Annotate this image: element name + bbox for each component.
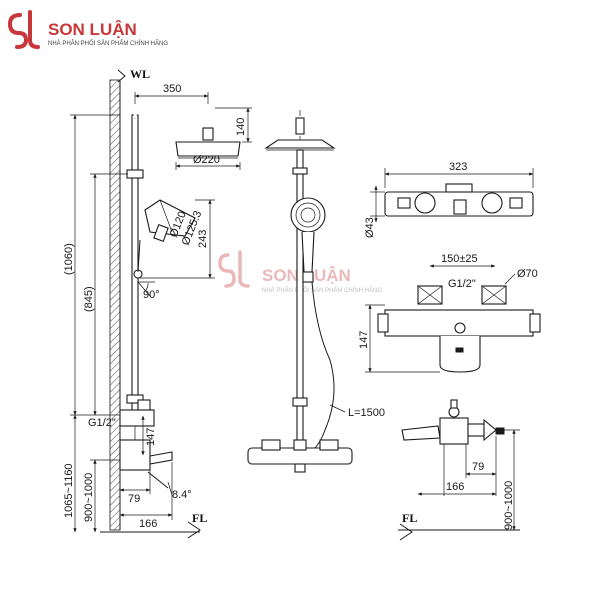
floor-label: FL bbox=[192, 511, 207, 525]
dim-handshower-height: 243 bbox=[197, 230, 209, 248]
wall-label: WL bbox=[130, 67, 150, 81]
spout-height: 900~1000 bbox=[503, 481, 515, 530]
mixer-body-side bbox=[119, 399, 173, 489]
riser-pipe bbox=[131, 114, 139, 416]
valve-top-view: 323 Ø43 bbox=[364, 161, 534, 238]
dim-thread: G1/2" bbox=[88, 417, 116, 429]
valve-depth: Ø43 bbox=[364, 217, 376, 238]
watermark-tagline: NHÀ PHÂN PHỐI SẢN PHẨM CHÍNH HÃNG bbox=[262, 287, 382, 294]
brand-logo: SON LUẬN NHÀ PHÂN PHỐI SẢN PHẨM CHÍNH HÃ… bbox=[7, 10, 168, 49]
valve-center: 150±25 bbox=[441, 253, 478, 265]
valve-front-view: 150±25 G1/2" Ø70 147 bbox=[358, 253, 541, 373]
brand-tagline: NHÀ PHÂN PHỐI SẢN PHẨM CHÍNH HÃNG bbox=[48, 40, 168, 47]
mixer-front bbox=[247, 439, 353, 473]
dim-total-height: (1060) bbox=[63, 243, 75, 275]
spout-depth: 79 bbox=[472, 461, 484, 473]
valve-cap: Ø70 bbox=[517, 268, 538, 280]
dim-rail-height: (845) bbox=[83, 286, 95, 312]
dim-arm-length: 350 bbox=[163, 83, 181, 95]
dim-body-height: 147 bbox=[145, 428, 157, 446]
spout-detail: 79 166 900~1000 FL bbox=[398, 399, 520, 541]
valve-width: 323 bbox=[449, 161, 467, 173]
logo-mark bbox=[7, 10, 40, 49]
spout-floor-label: FL bbox=[402, 511, 417, 525]
dim-head-offset: 140 bbox=[235, 118, 247, 136]
dim-head-diameter: Ø220 bbox=[193, 154, 220, 166]
hose-length: L=1500 bbox=[348, 407, 385, 419]
spout-reach: 166 bbox=[446, 481, 464, 493]
wall-hatch bbox=[109, 79, 121, 531]
dim-install-range: 1065~1160 bbox=[63, 463, 75, 518]
hose bbox=[304, 281, 335, 456]
side-view: WL Ø220 350 140 bbox=[63, 67, 252, 539]
shower-head-front bbox=[264, 139, 336, 149]
dim-spout-angle: 8.4° bbox=[172, 489, 192, 501]
front-view: L=1500 bbox=[247, 110, 385, 473]
valve-height: 147 bbox=[358, 331, 370, 349]
dim-body-depth: 79 bbox=[128, 493, 140, 505]
dim-angle: 90° bbox=[143, 289, 160, 301]
dim-wall-to-spout: 166 bbox=[139, 518, 157, 530]
brand-name: SON LUẬN bbox=[48, 20, 137, 39]
shower-head-side bbox=[175, 127, 241, 159]
hand-shower-side bbox=[133, 199, 196, 279]
valve-thread: G1/2" bbox=[448, 278, 476, 290]
dim-spout-height: 900~1000 bbox=[83, 473, 95, 522]
hand-shower-front bbox=[290, 197, 326, 283]
